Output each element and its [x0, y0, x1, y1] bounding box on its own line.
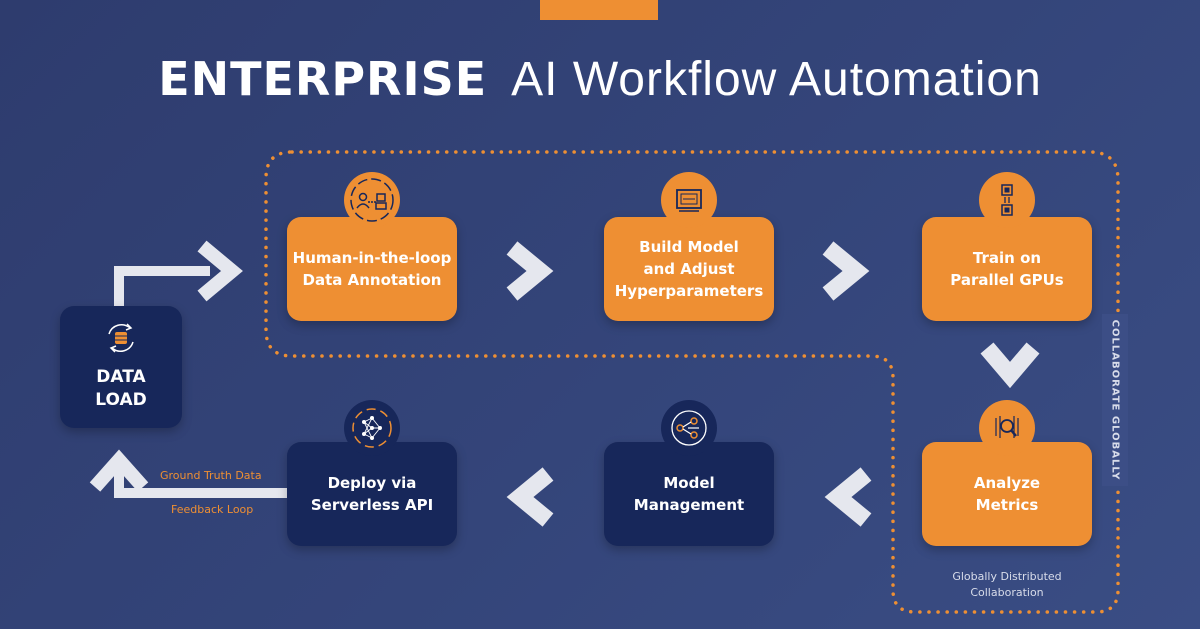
feedback-loop-label: Feedback Loop — [171, 503, 254, 516]
page-title: ENTERPRISE AI Workflow Automation — [0, 52, 1200, 107]
top-accent-tab — [540, 0, 658, 20]
step-deploy: Deploy via Serverless API — [287, 442, 457, 546]
chevron-down-icon — [980, 342, 1040, 389]
gpu-chip-icon — [1001, 184, 1013, 216]
step-train-label: Train on Parallel GPUs — [950, 249, 1064, 289]
chevron-left-icon — [824, 467, 872, 527]
step-annotation: Human-in-the-loop Data Annotation — [287, 217, 457, 321]
network-nodes-icon — [671, 410, 707, 446]
magnifier-metrics-icon — [995, 416, 1019, 438]
data-load-connector — [114, 240, 243, 306]
step-model-management: Model Management — [604, 442, 774, 546]
badge-annotation — [344, 172, 400, 228]
step-build-label: Build Model and Adjust Hyperparameters — [614, 238, 764, 300]
step-annotation-label: Human-in-the-loop Data Annotation — [292, 249, 452, 289]
sync-database-icon — [108, 323, 134, 353]
neural-network-icon — [352, 408, 392, 448]
chevron-left-icon — [506, 467, 554, 527]
model-board-icon — [676, 189, 702, 212]
collaborate-tab — [1102, 314, 1128, 486]
dotted-loop-path — [264, 150, 1120, 614]
data-load-box — [60, 306, 182, 428]
chevron-right-icon — [822, 241, 870, 301]
human-robot-icon — [350, 178, 394, 222]
distributed-collab-label: Globally Distributed Collaboration — [952, 570, 1062, 599]
step-analyze-label: Analyze Metrics — [973, 474, 1041, 514]
chevron-right-icon — [506, 241, 554, 301]
badge-analyze — [979, 400, 1035, 456]
collaborate-label: COLLABORATE GLOBALLY — [1109, 319, 1121, 481]
step-analyze: Analyze Metrics — [922, 442, 1092, 546]
data-load-label: DATA LOAD — [95, 367, 147, 410]
badge-model-management — [661, 400, 717, 456]
badge-deploy — [344, 400, 400, 456]
badge-train — [979, 172, 1035, 228]
feedback-arrow — [89, 449, 290, 498]
title-bold: ENTERPRISE — [158, 52, 488, 106]
ground-truth-label: Ground Truth Data — [160, 469, 262, 482]
step-deploy-label: Deploy via Serverless API — [310, 474, 434, 514]
title-light: AI Workflow Automation — [511, 53, 1042, 106]
step-train: Train on Parallel GPUs — [922, 217, 1092, 321]
step-build-model: Build Model and Adjust Hyperparameters — [604, 217, 774, 321]
badge-build — [661, 172, 717, 228]
step-model-mgmt-label: Model Management — [633, 474, 745, 514]
